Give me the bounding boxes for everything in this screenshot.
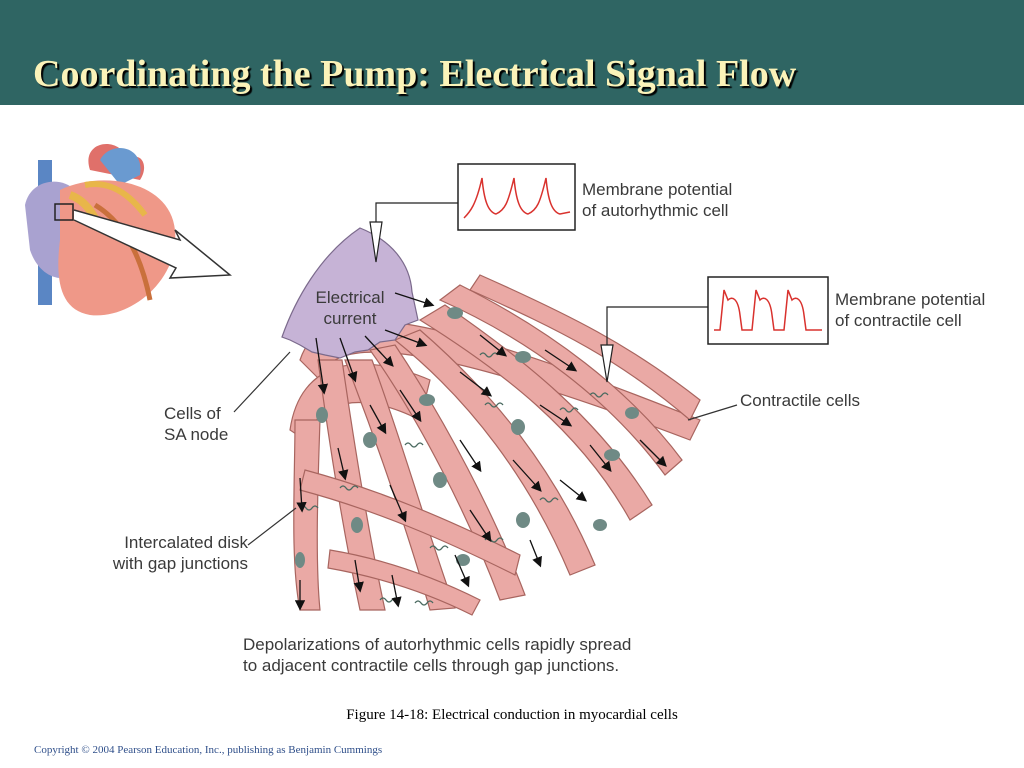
contractile-potential-graph: [600, 276, 829, 383]
label-sa-node: Cells of SA node: [164, 404, 229, 444]
sa-node-cells: [281, 227, 419, 359]
conduction-diagram: [25, 143, 829, 616]
cell-nuclei: [295, 307, 639, 568]
label-intercalated-disk: Intercalated disk with gap junctions: [112, 533, 248, 573]
figure-caption: Figure 14-18: Electrical conduction in m…: [346, 707, 678, 723]
myocardial-cells: [289, 274, 701, 616]
label-electrical-current: Electrical current: [315, 288, 385, 328]
autorhythmic-potential-graph: [369, 163, 576, 263]
label-membrane-potential-autorhythmic: Membrane potential of autorhythmic cell: [582, 180, 733, 220]
current-arrows: [294, 292, 667, 611]
zoom-arrow: [73, 209, 232, 279]
leader-lines: [233, 351, 738, 546]
slide-title: Coordinating the Pump: Electrical Signal…: [33, 53, 797, 95]
label-membrane-potential-contractile: Membrane potential of contractile cell: [835, 290, 986, 330]
label-summary: Depolarizations of autorhythmic cells ra…: [243, 635, 632, 675]
title-bar: Coordinating the Pump: Electrical Signal…: [0, 0, 1024, 105]
heart-zoom-box: [54, 203, 74, 221]
heart-illustration: [25, 143, 232, 316]
label-contractile-cells: Contractile cells: [740, 391, 860, 410]
copyright-notice: Copyright © 2004 Pearson Education, Inc.…: [34, 744, 383, 756]
